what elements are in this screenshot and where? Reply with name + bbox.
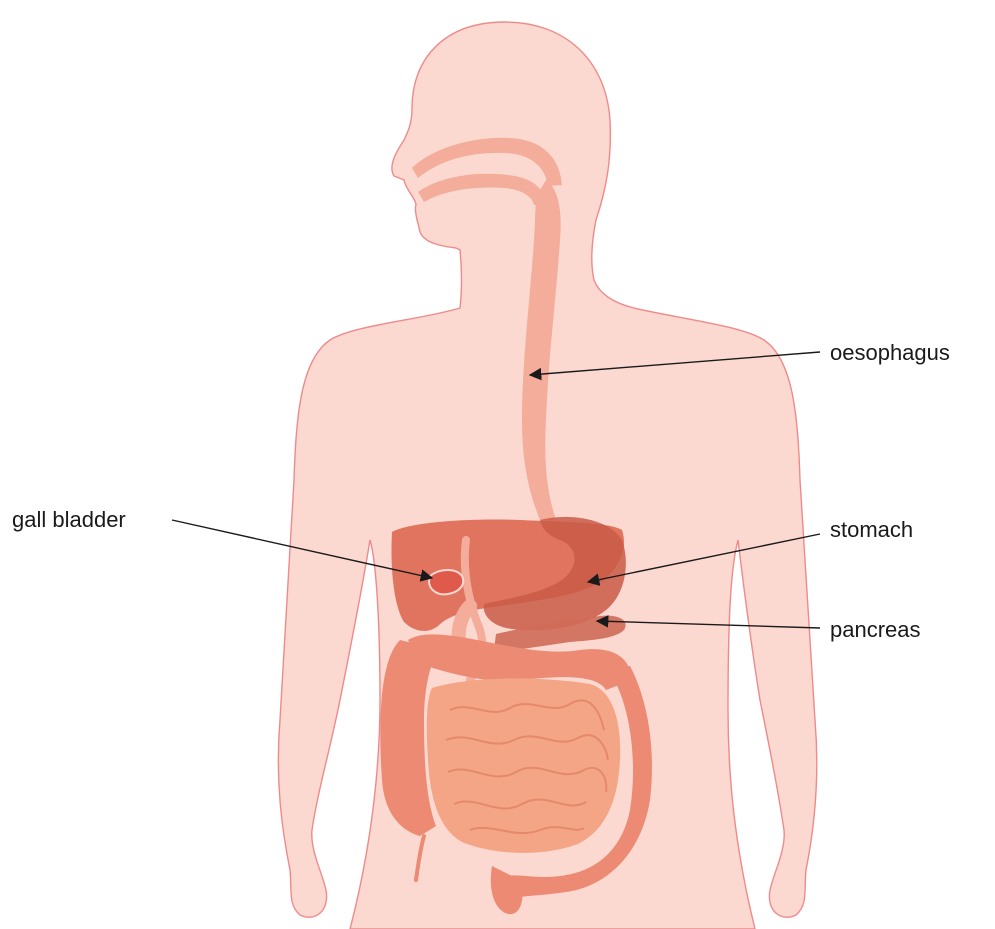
stomach-label: stomach (830, 517, 913, 542)
oesophagus-label: oesophagus (830, 340, 950, 365)
gall-bladder (429, 570, 463, 594)
pancreas-label: pancreas (830, 617, 921, 642)
gall-bladder-label: gall bladder (12, 507, 126, 532)
small-intestine (427, 678, 620, 852)
